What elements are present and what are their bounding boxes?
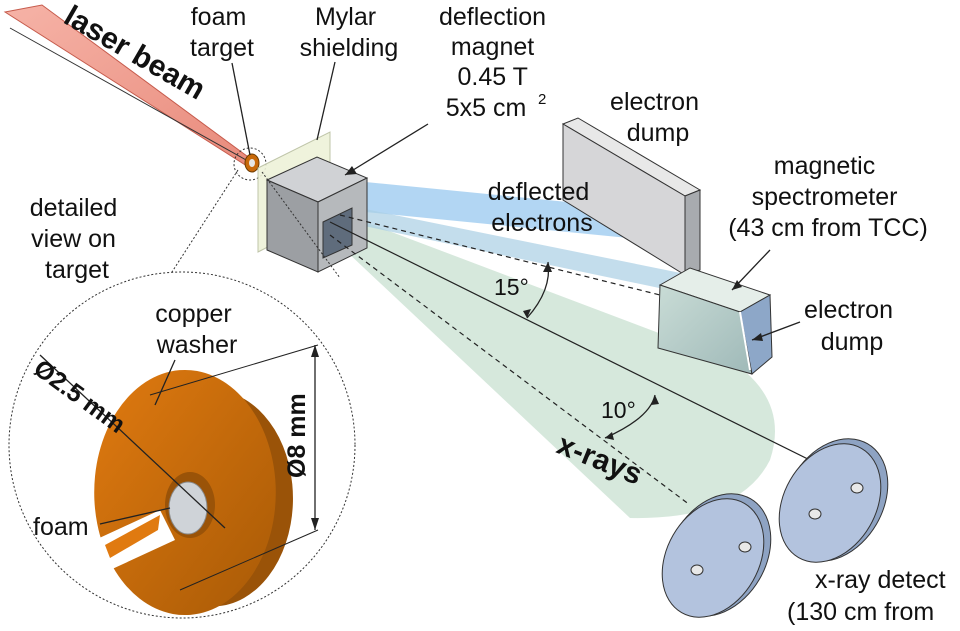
foam-disk (168, 481, 208, 535)
angle-arrow-10a (651, 395, 659, 405)
label-foam: foam (33, 513, 89, 541)
magnetic-spectrometer (657, 267, 773, 375)
zoom-line-left (169, 169, 239, 276)
foam-target-pointer (231, 62, 251, 156)
zoom-line-right (261, 171, 341, 279)
label-outer-diameter: Ø8 mm (283, 393, 311, 478)
laser-axis (9, 27, 256, 166)
diameter-8mm-extension-top (149, 344, 319, 396)
magnet-pointer (344, 123, 429, 176)
xray-cone (262, 172, 775, 519)
label-angle-10: 10° (601, 397, 636, 423)
copper-washer-pointer (154, 359, 176, 406)
foam-pointer (99, 507, 171, 525)
arrow-8mm-top (311, 345, 319, 357)
deflected-electrons-beam-lower (345, 205, 740, 305)
xray-detector-front (661, 493, 772, 618)
xray-dashed-line (329, 234, 691, 506)
label-cm-superscript: 2 (538, 91, 546, 108)
label-copper-washer: copper washer (155, 300, 238, 359)
arrow-8mm-bottom (311, 518, 319, 530)
copper-washer (94, 369, 293, 616)
label-magnetic-spectrometer: magnetic spectrometer (43 cm from TCC) (728, 152, 928, 242)
label-electron-dump-right: electron dump (804, 296, 900, 356)
angle-arrow-10b (605, 432, 614, 440)
deflection-magnet (265, 156, 369, 273)
label-deflection-magnet: deflection magnet 0.45 T 5x5 cm (439, 3, 553, 122)
laser-axis-continuation (329, 221, 831, 471)
angle-arrow-15a (543, 262, 552, 272)
label-xray-detector: x-ray detect (130 cm from (787, 566, 953, 626)
angle-arrow-15b (523, 309, 531, 318)
dump-right-pointer-arrow (752, 333, 763, 341)
label-deflected-electrons: deflected electrons (488, 178, 596, 237)
electron-dashed-line (339, 214, 681, 301)
label-foam-target: foam target (190, 3, 254, 62)
diameter-2-5mm-line (39, 354, 226, 529)
diameter-8mm-extension-bottom (179, 529, 319, 591)
label-angle-15: 15° (494, 274, 529, 300)
label-electron-dump-top: electron dump (610, 88, 706, 147)
spectrometer-pointer-arrow (732, 280, 742, 290)
magnet-pointer-arrow (345, 166, 357, 175)
mylar-pointer (316, 61, 336, 141)
label-mylar-shielding: Mylar shielding (300, 3, 399, 62)
foam-target-core (249, 159, 255, 167)
xray-detector-back (778, 438, 889, 563)
label-detailed-view: detailed view on target (30, 194, 125, 284)
